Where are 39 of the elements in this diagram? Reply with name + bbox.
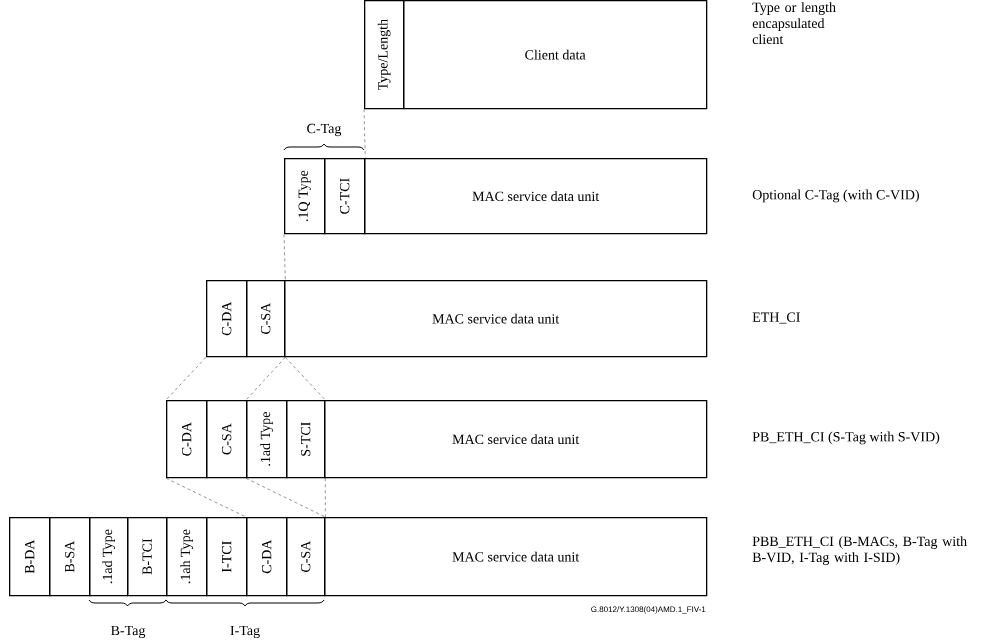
payload-box: MAC service data unit: [284, 280, 708, 358]
field-cell: .1ah Type: [166, 517, 208, 597]
field-cell: S-TCI: [286, 400, 326, 479]
row-label: ETH_CI: [752, 312, 800, 324]
row-label: Type or length encapsulated client: [752, 2, 836, 45]
tag-label: C-Tag: [307, 123, 342, 137]
field-cell: B-SA: [49, 517, 91, 597]
payload-box: Client data: [403, 0, 708, 110]
dashed-line: [165, 477, 247, 518]
tag-label: B-Tag: [111, 625, 146, 639]
figure-id: G.8012/Y.1308(04)AMD.1_FIV-1: [591, 606, 706, 614]
payload-box: MAC service data unit: [364, 158, 708, 235]
field-cell: B-DA: [9, 517, 51, 597]
dashed-line: [245, 356, 286, 401]
field-cell: .1Q Type: [284, 158, 326, 235]
field-cell: I-TCI: [206, 517, 248, 597]
payload-box: MAC service data unit: [324, 517, 708, 597]
dashed-line: [165, 356, 207, 401]
field-cell: .1ad Type: [89, 517, 129, 597]
dashed-line: [363, 108, 366, 159]
field-cell: C-SA: [206, 400, 248, 479]
field-cell: B-TCI: [127, 517, 168, 597]
row-label: Optional C-Tag (with C-VID): [752, 189, 919, 203]
dashed-line: [284, 356, 326, 401]
field-cell: C-DA: [246, 517, 288, 597]
dashed-line: [245, 477, 326, 518]
row-label: PB_ETH_CI (S-Tag with S-VID): [752, 431, 940, 445]
field-cell: C-SA: [286, 517, 326, 597]
field-cell: .1ad Type: [246, 400, 288, 479]
field-cell: C-TCI: [324, 158, 366, 235]
tag-label: I-Tag: [230, 625, 260, 639]
field-cell: Type/Length: [364, 0, 405, 110]
dashed-line: [283, 233, 286, 281]
field-cell: C-DA: [206, 280, 248, 358]
payload-box: MAC service data unit: [324, 400, 708, 479]
row-label: PBB_ETH_CI (B-MACs, B-Tag with B-VID, I-Tag with I-SID): [752, 536, 967, 565]
field-cell: C-SA: [246, 280, 286, 358]
dashed-line: [324, 477, 326, 518]
field-cell: C-DA: [166, 400, 208, 479]
